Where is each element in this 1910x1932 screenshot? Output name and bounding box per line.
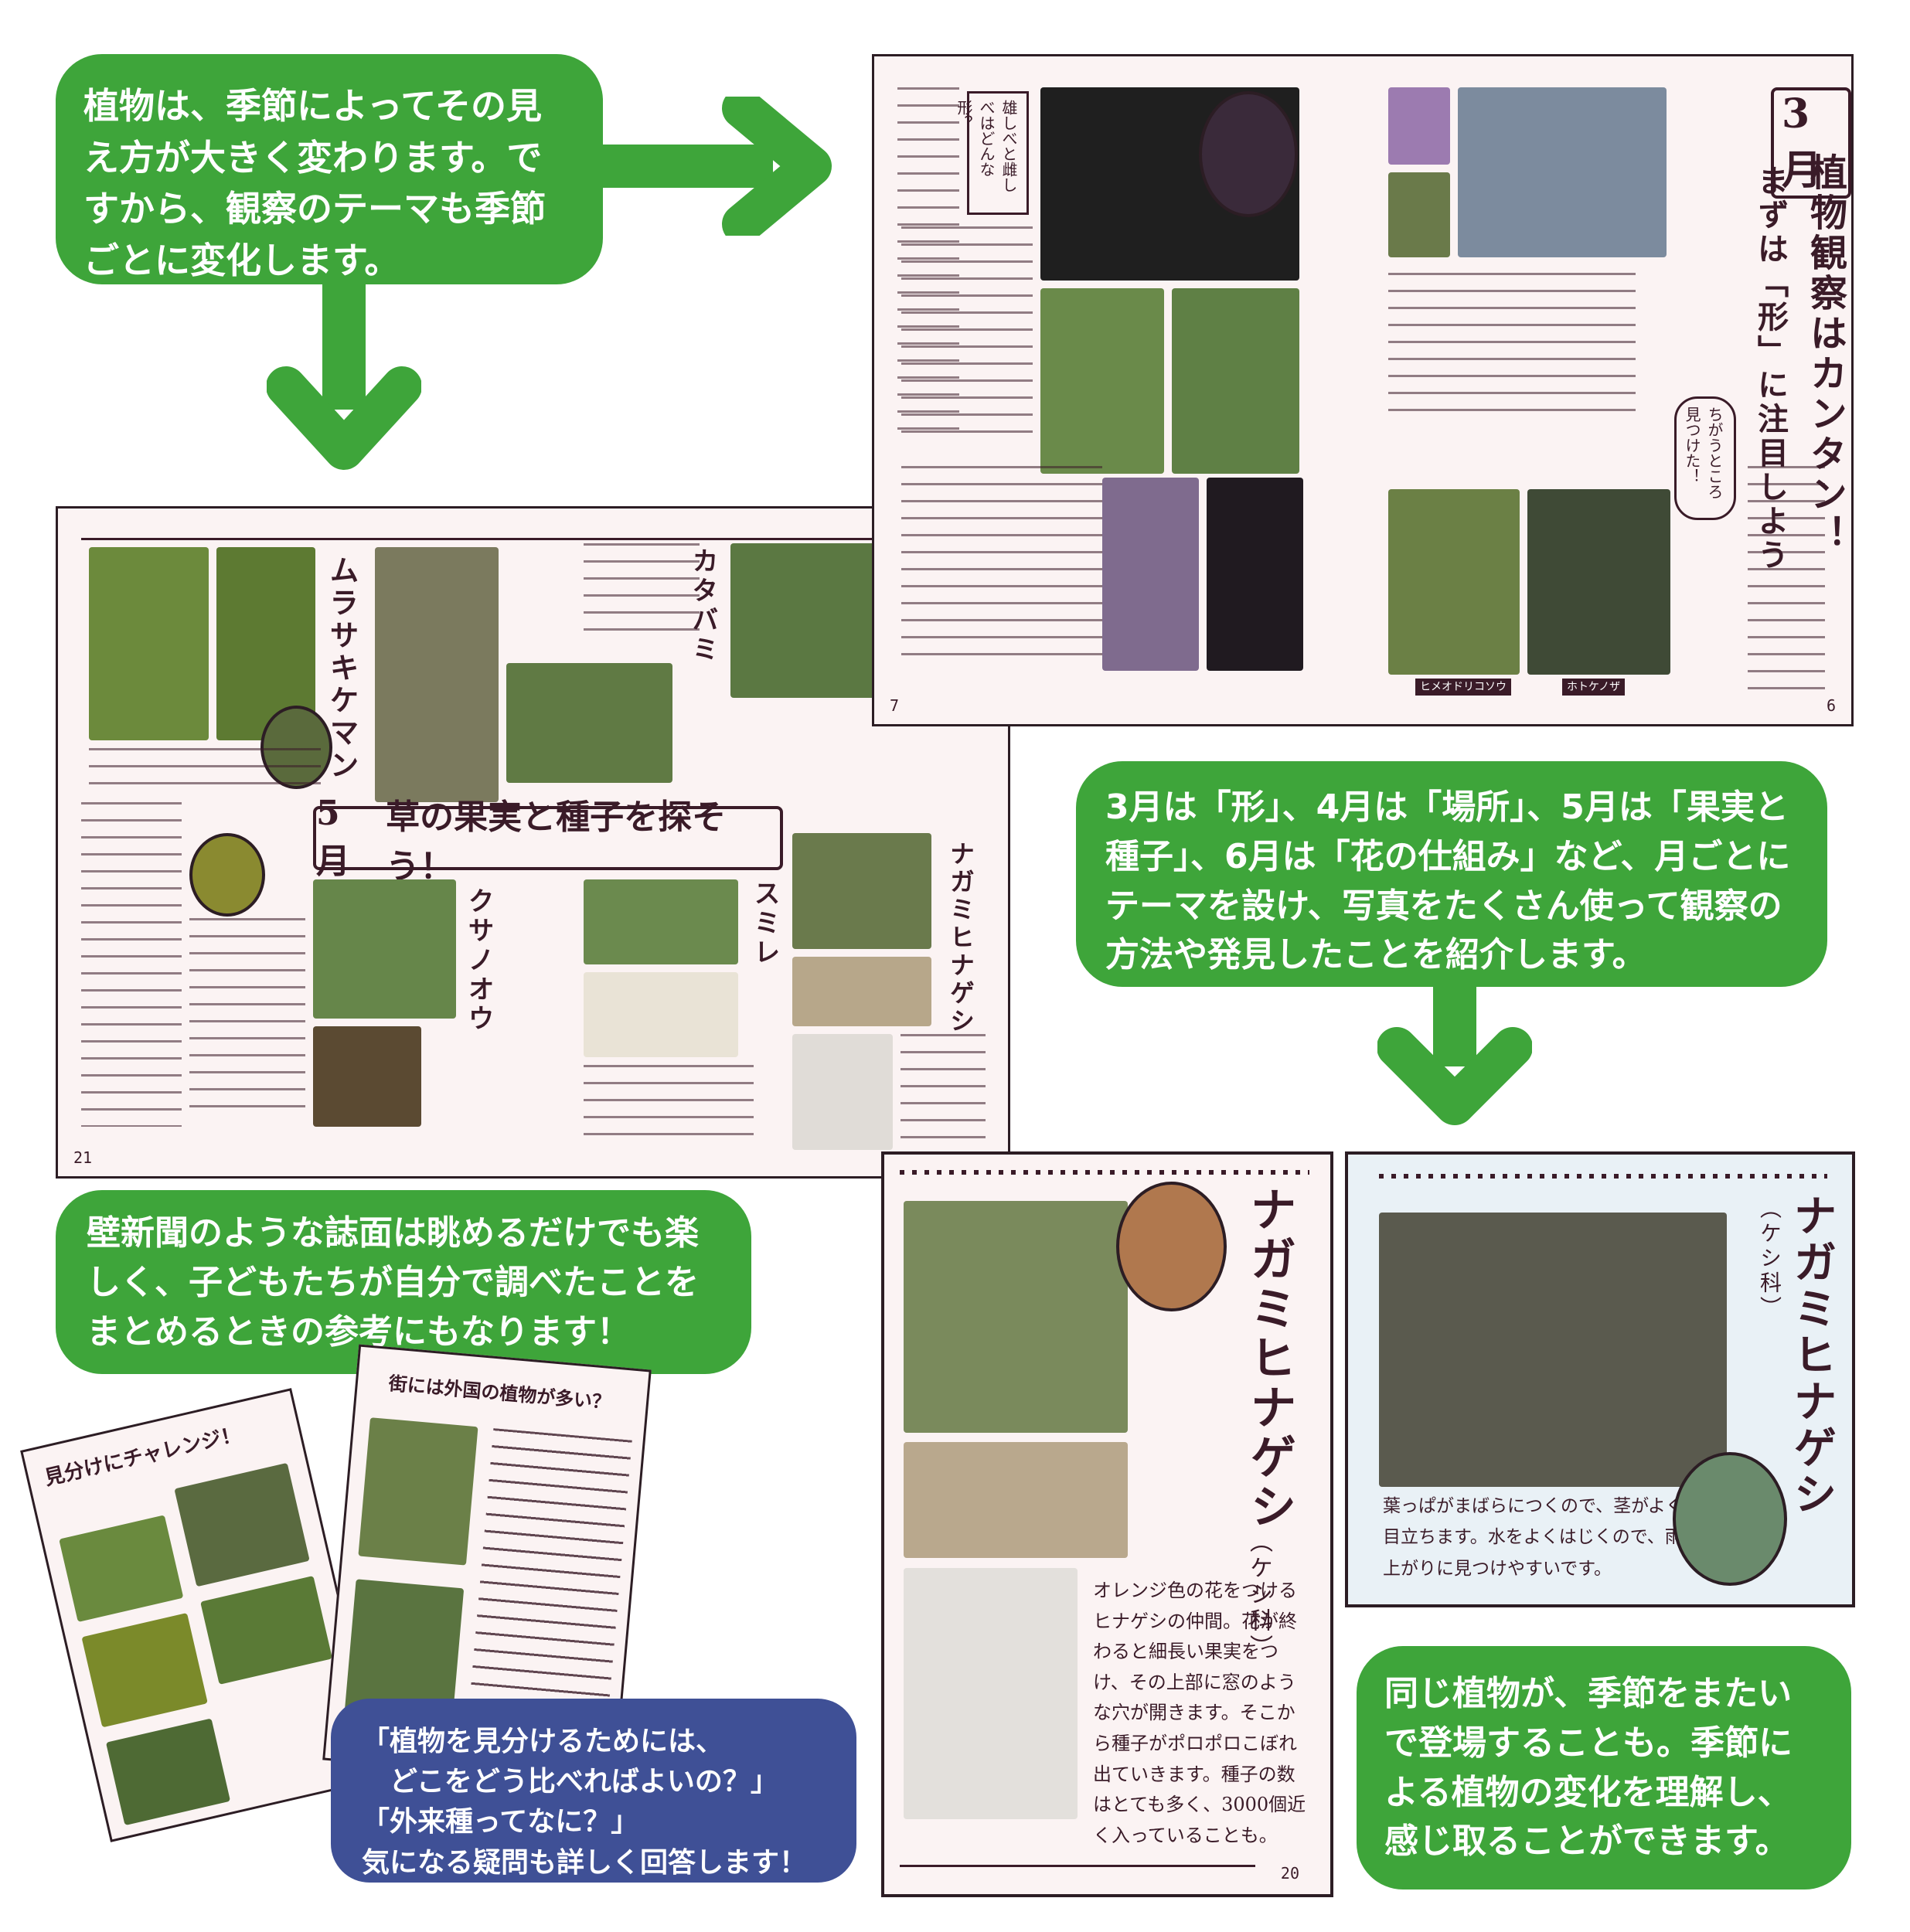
season-change-text: 植物は、季節によってその見え方が大きく変わります。ですから、観察のテーマも季節ご… xyxy=(83,85,546,282)
photo-nagami-leaf xyxy=(1673,1452,1787,1586)
photo-nagami-1 xyxy=(792,833,931,949)
nagami-page-dots xyxy=(900,1170,1309,1175)
questions-line-3: 「外来種ってなに？」 xyxy=(362,1806,639,1838)
nagami-card-name: ナガミヒナゲシ xyxy=(1786,1193,1837,1518)
wall-newspaper-text: 壁新聞のような誌面は眺めるだけでも楽しく、子どもたちが自分で調べたことをまとめる… xyxy=(87,1213,699,1352)
box-found-text: ちがうところ見つけた！ xyxy=(1683,406,1724,499)
small-right-title: 街には外国の植物が多い？ xyxy=(387,1372,612,1414)
photo-sumire-seed xyxy=(584,972,738,1057)
photo-himeodoriko xyxy=(1388,489,1520,675)
nagami-page-name: ナガミヒナゲシ xyxy=(1242,1185,1296,1532)
monthly-themes-text: 3月は「形」、4月は「場所」、5月は「果実と種子」、6月は「花の仕組み」など、月… xyxy=(1105,787,1791,975)
plant-name-kusanoou: クサノオウ xyxy=(463,887,494,1034)
text-intro-may xyxy=(81,802,182,1127)
box-found-difference: ちがうところ見つけた！ xyxy=(1674,396,1736,520)
wall-newspaper-callout: 壁新聞のような誌面は眺めるだけでも楽しく、子どもたちが自分で調べたことをまとめる… xyxy=(56,1190,751,1374)
nagami-page: ナガミヒナゲシ （ケシ科） オレンジ色の花をつけるヒナゲシの仲間。花が終わると細… xyxy=(881,1151,1333,1897)
plant-name-sumire: スミレ xyxy=(749,879,780,968)
photo-flower-closeup xyxy=(1199,91,1298,217)
text-march-notebox xyxy=(901,466,1102,667)
march-spread: 3月 植物観察はカンタン！ まずは「形」に注目しよう ちがうところ見つけた！ ヒ… xyxy=(872,54,1854,726)
monthly-themes-callout: 3月は「形」、4月は「場所」、5月は「果実と種子」、6月は「花の仕組み」など、月… xyxy=(1076,761,1827,987)
photo-katabami-ground xyxy=(506,663,672,783)
arrow-down-icon-2 xyxy=(1377,981,1532,1125)
photo-nagami-flower xyxy=(1116,1182,1227,1311)
photo-nagami-2 xyxy=(792,957,931,1026)
questions-line-2: どこをどう比べればよいの？」 xyxy=(390,1766,778,1798)
text-murasakikeman xyxy=(89,748,321,794)
march-page-right: 6 xyxy=(1826,696,1836,715)
plant-name-katabami: カタバミ xyxy=(687,547,718,665)
photo-kusanoou-plant xyxy=(313,879,456,1019)
may-title: 草の果実と種子を探そう！ xyxy=(386,797,727,886)
photo-kusanoou-flower xyxy=(189,833,265,917)
questions-line-1: 「植物を見分けるためには、 xyxy=(362,1726,724,1757)
arrow-right-icon xyxy=(587,97,832,236)
text-march-middle-column xyxy=(901,226,1033,435)
photo-hotokenoza-detail-1 xyxy=(1388,87,1450,165)
season-change-callout: 植物は、季節によってその見え方が大きく変わります。ですから、観察のテーマも季節ご… xyxy=(56,54,603,284)
small-left-photo-5 xyxy=(105,1718,231,1826)
nagami-card-family: （ケシ科） xyxy=(1757,1197,1782,1321)
text-nagami-small xyxy=(901,1034,986,1150)
photo-murasakikeman-1 xyxy=(89,547,209,740)
text-sumire xyxy=(584,1065,754,1142)
plant-name-nagami-small: ナガミヒナゲシ xyxy=(946,841,975,1036)
plant-name-murasakikeman: ムラサキケマン xyxy=(325,555,359,782)
photo-nagami-3 xyxy=(792,1034,893,1150)
photo-flower-zoom-2 xyxy=(1207,478,1303,671)
photo-hotokenoza-detail-2 xyxy=(1388,172,1450,257)
box-question-text: 雄しべと雌しべはどんな形？ xyxy=(955,100,1018,192)
small-left-photo-1 xyxy=(59,1515,184,1623)
small-left-photo-2 xyxy=(174,1462,310,1587)
photo-nagami-rosette xyxy=(1379,1213,1727,1487)
photo-kusanoou-seed xyxy=(313,1026,421,1127)
may-page-number: 21 xyxy=(73,1148,93,1167)
nagami-card: ナガミヒナゲシ （ケシ科） 葉っぱがまばらにつくので、茎がよく目立ちます。水をよ… xyxy=(1345,1151,1855,1607)
text-march-intro xyxy=(1748,466,1825,698)
nagami-card-body: 葉っぱがまばらにつくので、茎がよく目立ちます。水をよくはじくので、雨上がりに見つ… xyxy=(1383,1496,1684,1579)
may-month: 5月 xyxy=(316,794,350,881)
text-kusanoou xyxy=(189,918,305,1119)
label-himeodoriko: ヒメオドリコソウ xyxy=(1415,679,1511,696)
questions-callout: 「植物を見分けるためには、 どこをどう比べればよいの？」 「外来種ってなに？」 … xyxy=(331,1699,856,1883)
march-month: 3月 xyxy=(1771,87,1851,199)
may-title-banner: 5月 草の果実と種子を探そう！ xyxy=(313,794,783,886)
photo-flower-zoom-1 xyxy=(1102,478,1199,671)
photo-stamens-1 xyxy=(1040,288,1164,474)
text-march-column xyxy=(1388,273,1636,420)
small-left-photo-3 xyxy=(81,1613,208,1728)
nagami-page-family: （ケシ科） xyxy=(1245,1529,1272,1661)
label-hotokenoza: ホトケノザ xyxy=(1562,679,1626,696)
small-left-photo-4 xyxy=(200,1576,332,1685)
small-page-left: 見分けにチャレンジ！ xyxy=(20,1388,382,1842)
same-plant-text: 同じ植物が、季節をまたいで登場することも。季節による植物の変化を理解し、感じ取る… xyxy=(1384,1674,1793,1862)
photo-nagami-fruit xyxy=(904,1201,1128,1433)
small-right-photo-1 xyxy=(358,1417,478,1566)
photo-sumire-plant xyxy=(584,879,738,964)
nagami-page-footer-rule xyxy=(900,1865,1255,1867)
arrow-down-icon xyxy=(267,278,421,470)
nagami-page-number: 20 xyxy=(1280,1864,1299,1883)
photo-hotokenoza xyxy=(1527,489,1670,675)
photo-katabami-seed xyxy=(375,547,499,802)
may-spread: ムラサキケマン カタバミ 5月 草の果実と種子を探そう！ クサノオウ スミレ ナ… xyxy=(56,506,1010,1179)
photo-hotokenoza-field xyxy=(1458,87,1667,257)
text-katabami xyxy=(584,543,700,636)
march-page-left: 7 xyxy=(890,696,900,715)
box-question: 雄しべと雌しべはどんな形？ xyxy=(955,91,1029,215)
same-plant-callout: 同じ植物が、季節をまたいで登場することも。季節による植物の変化を理解し、感じ取る… xyxy=(1357,1646,1851,1889)
questions-line-4: 気になる疑問も詳しく回答します！ xyxy=(362,1846,808,1879)
photo-nagami-seeds xyxy=(904,1568,1078,1819)
page-top-rule xyxy=(81,538,931,540)
photo-stamens-2 xyxy=(1172,288,1299,474)
nagami-page-body: オレンジ色の花をつけるヒナゲシの仲間。花が終わると細長い果実をつけ、その上部に窓… xyxy=(1093,1580,1306,1846)
photo-nagami-top xyxy=(904,1442,1128,1558)
nagami-card-dots xyxy=(1379,1174,1827,1179)
